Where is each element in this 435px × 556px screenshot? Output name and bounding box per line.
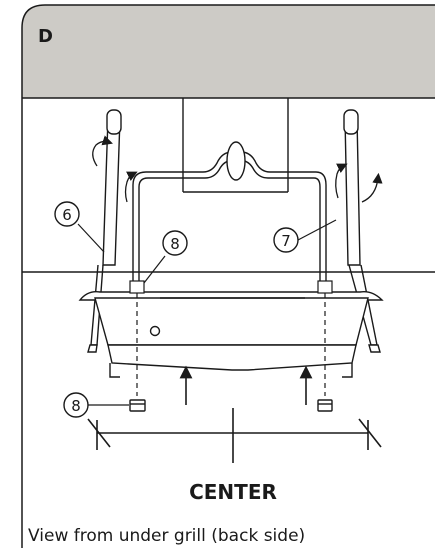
panel-border: [21, 4, 435, 548]
callout-8-bolt: 8: [162, 230, 188, 256]
frame-center-loop: [226, 141, 246, 181]
center-measure: [87, 408, 382, 463]
grill-underside: [22, 98, 435, 273]
right-leg: [343, 109, 381, 353]
callout-6-label: 6: [62, 206, 72, 224]
callout-8-bolt-label: 8: [170, 235, 180, 253]
u-frame: [132, 141, 327, 290]
callout-7-label: 7: [281, 232, 291, 250]
center-label: CENTER: [189, 480, 277, 504]
callout-7: 7: [273, 227, 299, 253]
caption: View from under grill (back side): [28, 526, 305, 546]
left-leg: [87, 109, 122, 353]
bolt-caps: [129, 399, 333, 412]
bolts: [129, 280, 333, 396]
lift-arrows: [179, 365, 313, 405]
rotation-arrows: [92, 135, 383, 203]
callout-8-cap-label: 8: [71, 397, 81, 415]
callout-leaders: [77, 219, 337, 406]
callout-8-cap: 8: [63, 392, 89, 418]
header-band: [22, 5, 435, 98]
step-letter: D: [38, 26, 53, 47]
firebox: [78, 290, 384, 378]
callout-6: 6: [54, 201, 80, 227]
